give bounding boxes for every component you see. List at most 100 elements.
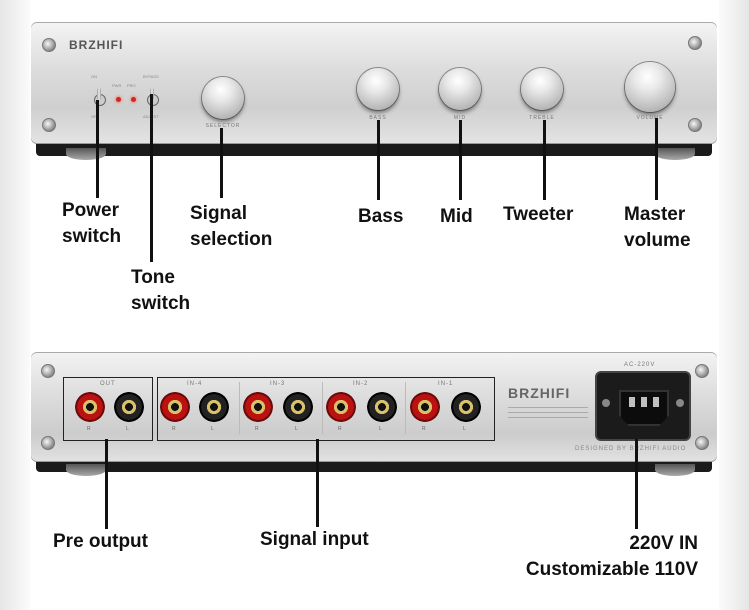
screw-icon (688, 118, 702, 132)
selector-knob-label: SELECTOR (205, 123, 241, 129)
background-edge-right (719, 0, 749, 610)
callout-text: volume (624, 230, 691, 251)
in3-right-rca-jack[interactable] (243, 392, 273, 422)
jack-label-l: L (126, 426, 129, 432)
callout-signal-selection: Signal selection (190, 201, 272, 253)
jack-label-r: R (87, 426, 91, 432)
jack-label-l: L (379, 426, 382, 432)
background-edge-left (0, 0, 30, 610)
callout-line-tweeter (543, 120, 546, 200)
callout-line-bass (377, 120, 380, 200)
pre-output-group (63, 377, 153, 441)
signal-input-group (157, 377, 495, 441)
callout-tweeter: Tweeter (503, 204, 574, 225)
group-divider (239, 382, 240, 434)
rear-foot-left (66, 464, 106, 476)
screw-icon (41, 436, 55, 450)
iec-power-inlet[interactable] (597, 373, 689, 439)
callout-tone-switch: Tone switch (131, 265, 190, 317)
jack-label-r: R (338, 426, 342, 432)
in1-right-rca-jack[interactable] (410, 392, 440, 422)
protect-led-indicator (131, 97, 136, 102)
callout-line-mid (459, 120, 462, 200)
group-label-in4: IN-4 (187, 381, 203, 387)
power-on-label: ON (91, 74, 97, 79)
led-label: PRO (127, 83, 136, 88)
jack-label-l: L (211, 426, 214, 432)
front-brand-logo: BRZHIFI (69, 38, 124, 52)
callout-line-pre-output (105, 439, 108, 529)
callout-pre-output: Pre output (53, 531, 148, 552)
in3-left-rca-jack[interactable] (283, 392, 313, 422)
callout-text: switch (62, 226, 122, 247)
screw-icon (42, 38, 56, 52)
group-divider (322, 382, 323, 434)
callout-line-power-in (635, 439, 638, 529)
mid-knob[interactable] (439, 68, 481, 110)
in1-left-rca-jack[interactable] (451, 392, 481, 422)
callout-line-power (96, 100, 99, 198)
bass-knob-label: BASS (369, 115, 387, 121)
callout-master-volume: Master volume (624, 202, 691, 254)
group-label-in3: IN-3 (270, 381, 286, 387)
designed-by-text: DESIGNED BY BRZHIFI AUDIO (575, 446, 687, 452)
callout-text: Master (624, 204, 686, 225)
inlet-screw-icon (602, 399, 610, 407)
screw-icon (42, 118, 56, 132)
group-label-out: OUT (100, 381, 116, 387)
callout-text: selection (190, 229, 273, 250)
ac-voltage-label: AC-220V (624, 362, 656, 368)
callout-text: Signal (190, 203, 248, 224)
mid-knob-label: MID (453, 115, 467, 121)
in4-left-rca-jack[interactable] (199, 392, 229, 422)
volume-knob-label: VOLUME (636, 115, 664, 121)
led-label: PWR (112, 83, 122, 88)
rear-foot-right (655, 464, 695, 476)
callout-line-tone (150, 94, 153, 262)
rear-fine-print (508, 406, 588, 421)
screw-icon (695, 436, 709, 450)
callout-text: switch (131, 293, 191, 314)
jack-label-l: L (463, 426, 466, 432)
inlet-screw-icon (676, 399, 684, 407)
callout-signal-input: Signal input (260, 529, 369, 550)
tone-bypass-label: BYPASS (143, 74, 159, 79)
power-off-label: OFF (91, 114, 99, 119)
front-foot-right (655, 148, 695, 160)
callout-line-signal (220, 128, 223, 198)
treble-knob[interactable] (521, 68, 563, 110)
bass-knob[interactable] (357, 68, 399, 110)
in2-left-rca-jack[interactable] (367, 392, 397, 422)
rear-brand-logo: BRZHIFI (508, 385, 571, 401)
out-right-rca-jack[interactable] (75, 392, 105, 422)
screw-icon (688, 36, 702, 50)
power-toggle-switch[interactable] (94, 88, 106, 108)
callout-line-signal-input (316, 439, 319, 527)
power-led-indicator (116, 97, 121, 102)
jack-label-l: L (295, 426, 298, 432)
in4-right-rca-jack[interactable] (160, 392, 190, 422)
callout-mid: Mid (440, 206, 473, 227)
in2-right-rca-jack[interactable] (326, 392, 356, 422)
callout-text: Tone (131, 267, 175, 288)
callout-text: 220V IN (629, 533, 698, 554)
treble-knob-label: TREBLE (529, 115, 555, 121)
callout-line-master (655, 118, 658, 200)
volume-knob[interactable] (625, 62, 675, 112)
screw-icon (41, 364, 55, 378)
group-divider (405, 382, 406, 434)
callout-text: Customizable 110V (525, 559, 698, 580)
out-left-rca-jack[interactable] (114, 392, 144, 422)
callout-text: Power (62, 200, 120, 221)
selector-knob[interactable] (202, 77, 244, 119)
front-panel: BRZHIFI ON OFF PWR PRO BYPASS ADJUST SEL… (31, 22, 717, 144)
jack-label-r: R (172, 426, 176, 432)
front-foot-left (66, 148, 106, 160)
group-label-in1: IN-1 (438, 381, 454, 387)
jack-label-r: R (255, 426, 259, 432)
callout-power-switch: Power switch (62, 198, 121, 250)
callout-bass: Bass (358, 206, 404, 227)
callout-power-in: 220V IN Customizable 110V (499, 531, 698, 583)
group-label-in2: IN-2 (353, 381, 369, 387)
